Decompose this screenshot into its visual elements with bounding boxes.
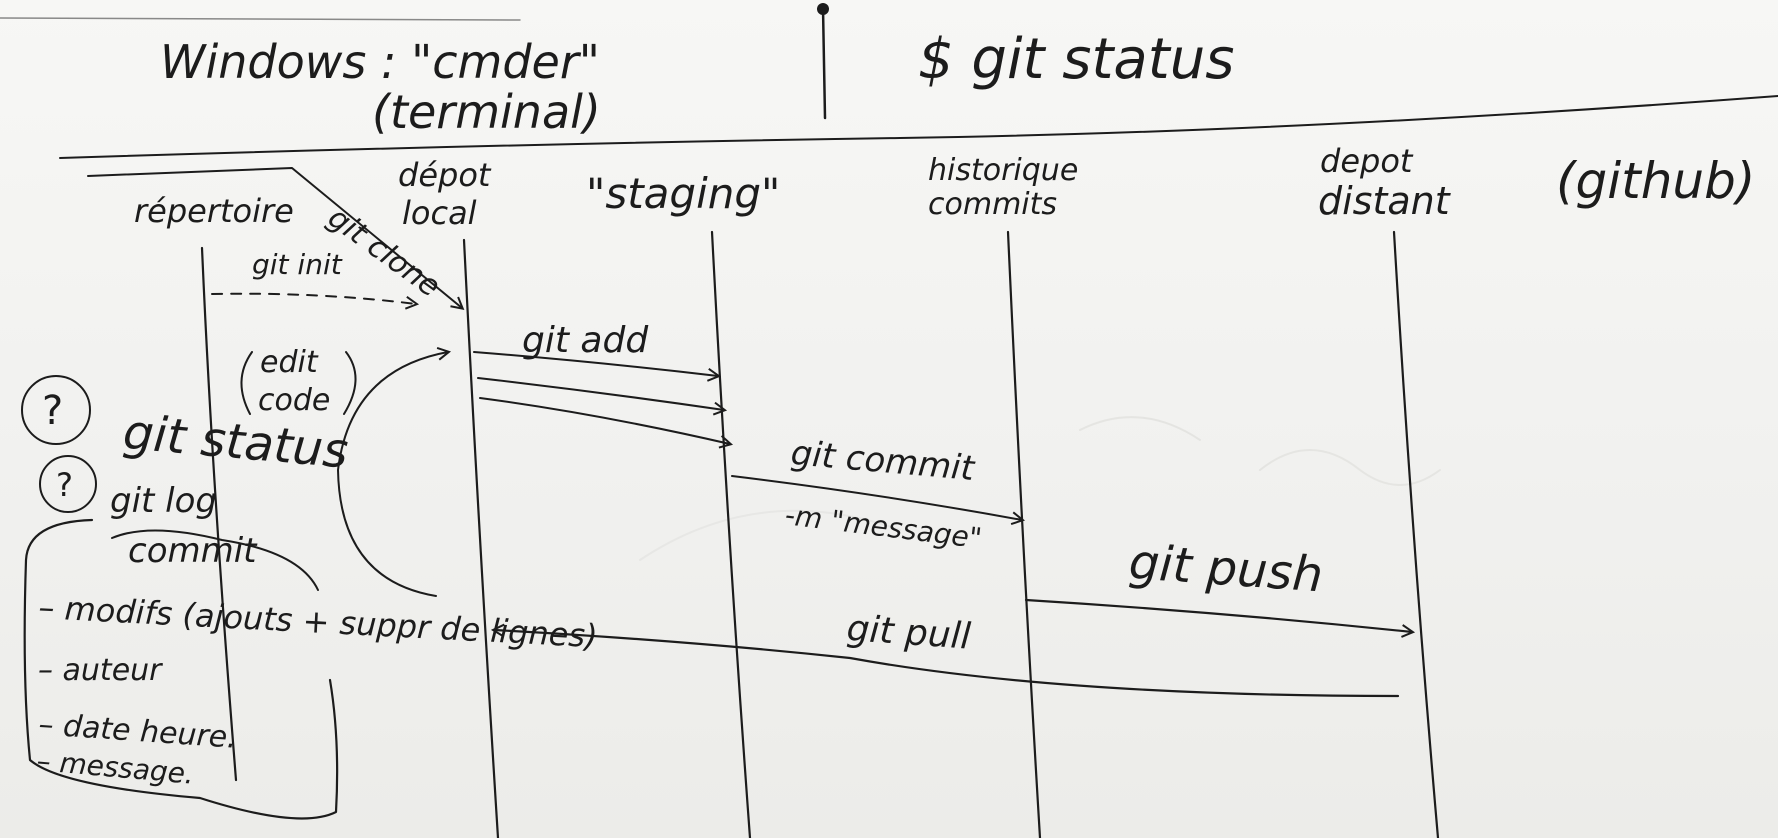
terminal-label: (terminal) [372,85,601,139]
column-header-historique-line1: historique [928,153,1078,188]
git-pull-arrow [494,630,1400,698]
git-push-arrow [1024,598,1412,632]
lane-line-depot-distant [1392,230,1440,838]
git-status-command: $ git status [918,27,1234,92]
column-header-depot-local-line2: local [402,194,477,232]
column-header-historique-line2: commits [928,187,1057,222]
column-header-depot-distant-line2: distant [1318,179,1452,223]
git-add-arrow-2 [477,377,724,410]
question-mark-status: ? [42,388,63,434]
question-circle-status [21,375,91,445]
column-header-depot-local-line1: dépot [398,156,492,194]
lane-line-depot-local [462,238,500,838]
header-vertical-divider [821,6,827,120]
header-underline [59,95,1778,159]
edit-code-loop-arrow [337,352,448,597]
git-push-label: git push [1127,534,1325,603]
git-init-label: git init [252,248,343,281]
git-commit-label: git commit [789,433,977,489]
edit-code-label-line1: edit [260,345,319,380]
git-pull-label: git pull [845,608,972,658]
github-label: (github) [1556,152,1755,210]
git-init-arrow [211,292,416,304]
lane-line-staging [710,230,752,838]
edit-code-close-paren [343,351,357,415]
lane-line-historique [1006,230,1042,838]
commit-detail-auteur: – auteur [38,653,163,688]
windows-label: Windows : "cmder" [160,35,600,89]
magnet-dot [817,3,829,15]
column-header-repertoire: répertoire [134,192,294,230]
question-mark-log: ? [56,466,73,504]
commit-detail-modifs: – modifs (ajouts + suppr de lignes) [38,588,599,655]
sidebar-commit-title: commit [128,531,258,571]
git-clone-arrow [87,167,462,308]
git-add-label: git add [522,320,649,361]
commit-details-bracket [23,518,339,820]
git-commit-arrow [731,475,1022,520]
git-add-arrow-3 [479,397,730,444]
commit-message-flag: -m "message" [783,498,983,555]
edit-code-open-paren [240,351,253,415]
sidebar-git-log: git log [110,481,217,521]
lane-line-repertoire [200,246,238,782]
git-add-arrow-1 [473,351,718,376]
edit-code-label-line2: code [258,383,330,418]
column-header-depot-distant-line1: depot [1320,142,1414,180]
column-header-staging: "staging" [586,169,780,218]
commit-title-swoosh [111,529,319,591]
question-circle-log [39,455,97,513]
erased-writing-residue [639,416,1441,561]
top-edge-line [0,17,521,21]
